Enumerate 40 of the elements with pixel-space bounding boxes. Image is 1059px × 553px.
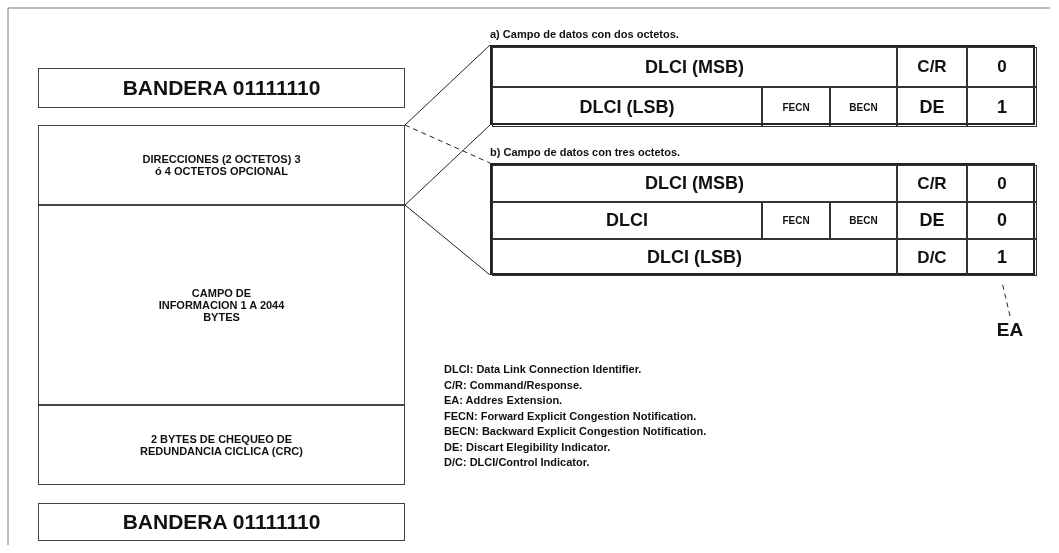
table-cell: BECN: [830, 87, 897, 127]
table-cell: 1: [967, 87, 1037, 127]
connector-line: [404, 204, 491, 276]
connector-line: [404, 44, 491, 126]
frame-field-box: DIRECCIONES (2 OCTETOS) 3 ó 4 OCTETOS OPCIONAL: [38, 125, 405, 205]
abbreviation-note: EA: Addres Extension.: [444, 394, 563, 406]
table-cell: 1: [967, 239, 1037, 276]
table-cell: DLCI (MSB): [492, 47, 897, 87]
table-cell: C/R: [897, 47, 967, 87]
table-cell: DLCI (MSB): [492, 165, 897, 202]
table-cell: DLCI (LSB): [492, 87, 762, 127]
table-cell: DLCI: [492, 202, 762, 239]
table-cell: 0: [967, 47, 1037, 87]
abbreviation-note: BECN: Backward Explicit Congestion Notification.: [444, 425, 707, 437]
flag-field-box: BANDERA 01111110: [38, 68, 405, 108]
table-cell: C/R: [897, 165, 967, 202]
table-cell: DE: [897, 202, 967, 239]
flag-field-box: BANDERA 01111110: [38, 503, 405, 541]
table-cell: DE: [897, 87, 967, 127]
abbreviation-note: D/C: DLCI/Control Indicator.: [444, 456, 590, 468]
abbreviation-note: C/R: Command/Response.: [444, 378, 583, 391]
abbreviation-note: DE: Discart Elegibility Indicator.: [444, 440, 611, 453]
field-label: EA: [985, 318, 1035, 342]
table-cell: 0: [967, 202, 1037, 239]
table-cell: DLCI (LSB): [492, 239, 897, 276]
table-cell: FECN: [762, 202, 830, 239]
table-heading: b) Campo de datos con tres octetos.: [490, 146, 681, 158]
address-field-table: [490, 28, 1035, 125]
table-cell: 0: [967, 165, 1037, 202]
abbreviation-note: FECN: Forward Explicit Congestion Notification.: [444, 409, 697, 422]
abbreviation-note: DLCI: Data Link Connection Identifier.: [444, 363, 642, 375]
frame-field-box: CAMPO DE INFORMACION 1 A 2044 BYTES: [38, 205, 405, 405]
table-cell: D/C: [897, 239, 967, 276]
table-cell: FECN: [762, 87, 830, 127]
table-heading: a) Campo de datos con dos octetos.: [490, 28, 679, 40]
address-field-table: [490, 146, 1035, 275]
table-cell: BECN: [830, 202, 897, 239]
connector-line: [404, 124, 491, 164]
frame-field-box: 2 BYTES DE CHEQUEO DE REDUNDANCIA CICLICA (CRC): [38, 405, 405, 485]
connector-line: [404, 124, 491, 206]
